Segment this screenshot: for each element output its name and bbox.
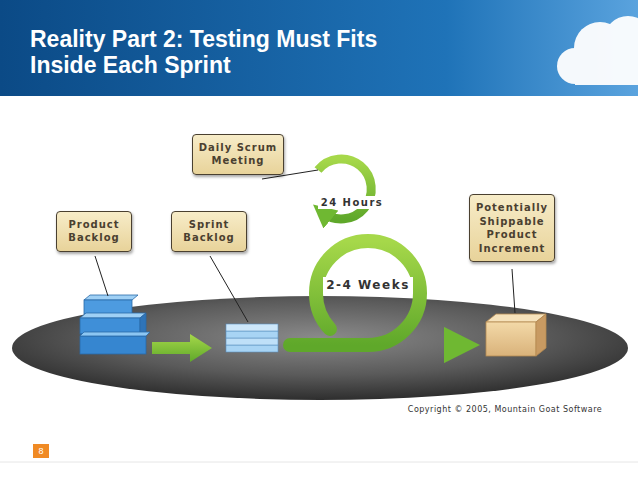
copyright-note: Copyright © 2005, Mountain Goat Software	[405, 404, 605, 415]
flow-arrow	[152, 334, 212, 362]
callout-box: Potentially Shippable Product Increment	[469, 194, 555, 262]
leader-line	[95, 170, 515, 322]
duration-label: 24 Hours	[318, 196, 387, 209]
sprint-backlog-stack	[226, 324, 278, 352]
callout-box: Sprint Backlog	[171, 211, 247, 252]
slide-title: Reality Part 2: Testing Must Fits Inside…	[30, 26, 450, 79]
page-number: 8	[33, 444, 48, 458]
footer-rule	[0, 462, 638, 463]
header-bar	[0, 0, 638, 96]
callout-text: Potentially Shippable Product Increment	[475, 201, 549, 255]
callout-text: Product Backlog	[62, 218, 126, 245]
sprint-loop-arrow	[290, 241, 462, 345]
cloud	[557, 16, 638, 85]
callout-text: Sprint Backlog	[177, 218, 241, 245]
duration-label: 2-4 Weeks	[323, 277, 413, 293]
product-box	[486, 314, 546, 356]
product-backlog-stack	[80, 295, 150, 354]
callout-text: Daily Scrum Meeting	[198, 141, 278, 168]
callout-box: Daily Scrum Meeting	[192, 134, 284, 175]
callout-box: Product Backlog	[56, 211, 132, 252]
daily-loop-arrow	[318, 159, 371, 219]
